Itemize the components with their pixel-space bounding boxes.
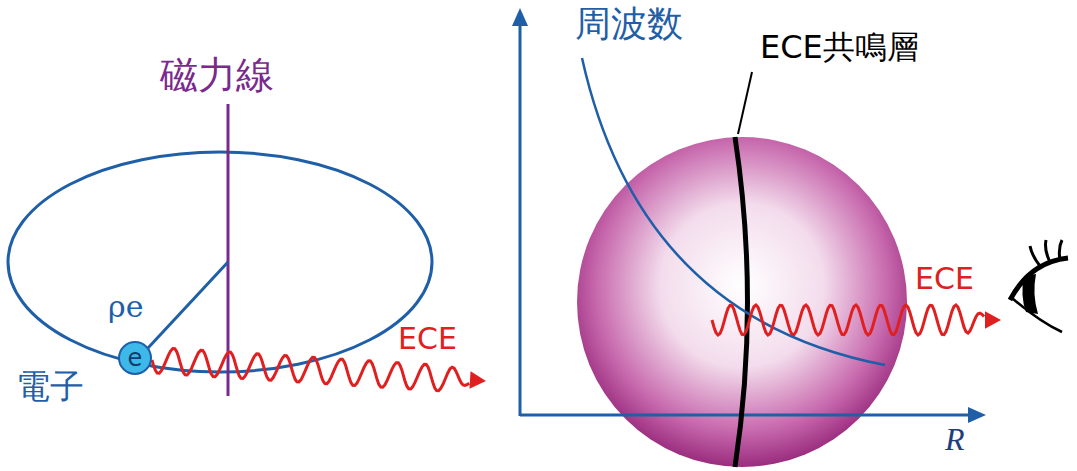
axis-label: R [945,422,965,457]
frequency-curve [582,58,885,365]
electron-label: 電子 [16,368,84,405]
wave-arrowhead [469,371,486,389]
axis-label: 周波数 [575,4,683,44]
leader-line [738,72,752,134]
larmor-radius-label: ρe [108,290,143,323]
larmor-radius [148,262,228,348]
plasma-sphere [577,137,907,467]
freq-axis [519,22,522,416]
resonance-layer-label: ECE共鳴層 [760,30,919,65]
ece-label: ECE [398,322,457,355]
electron-symbol: e [128,346,143,370]
ece-label: ECE [915,262,974,295]
axis-arrowhead [512,8,528,26]
wave-arrowhead [985,311,1001,329]
ece-wave [712,305,984,335]
electron-circle: e [118,341,152,375]
axis-arrowhead [968,407,986,423]
field-line-label: 磁力線 [160,55,274,97]
gyro-orbit [8,152,432,372]
r-axis [520,414,972,417]
eye-icon [1010,240,1068,332]
resonance-layer [735,137,748,467]
